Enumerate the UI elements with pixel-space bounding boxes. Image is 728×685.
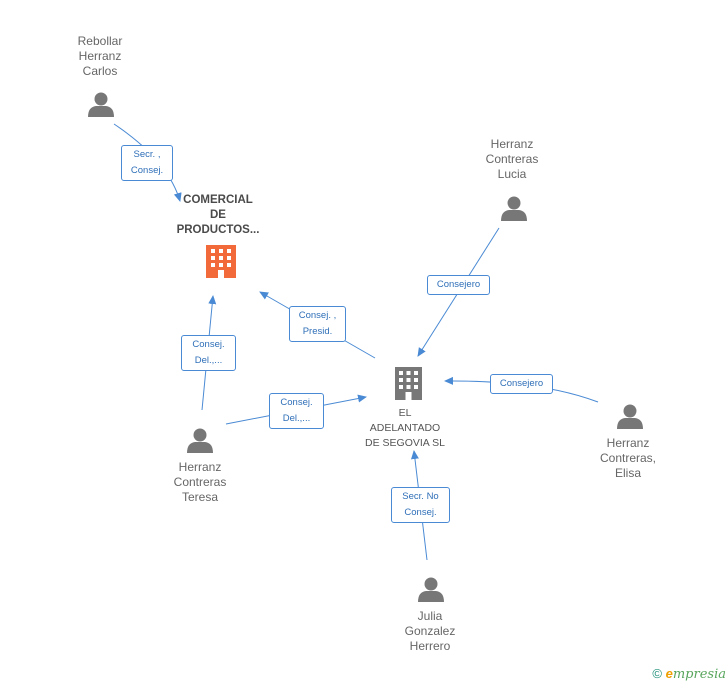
- edge-label-adelantado-comercial: Consej. , Presid.: [289, 306, 346, 342]
- person-icon[interactable]: [501, 196, 527, 222]
- person-label-elisa[interactable]: Herranz Contreras, Elisa: [599, 436, 657, 480]
- person-icon[interactable]: [187, 428, 213, 454]
- person-label-rebollar[interactable]: Rebollar Herranz Carlos: [77, 34, 123, 78]
- edge-label-teresa-comercial: Consej. Del.,...: [181, 335, 236, 371]
- copyright-symbol: ©: [652, 666, 662, 681]
- brand-name: mpresia: [672, 667, 726, 682]
- person-label-julia[interactable]: Julia Gonzalez Herrero: [404, 609, 456, 653]
- edge-label-julia-adelantado: Secr. No Consej.: [391, 487, 450, 523]
- person-icon[interactable]: [88, 92, 114, 118]
- company-label-adelantado[interactable]: EL ADELANTADO DE SEGOVIA SL: [365, 407, 445, 449]
- brand-e-letter: e: [665, 666, 673, 681]
- edge-label-elisa-adelantado: Consejero: [490, 374, 553, 394]
- edge-label-lucia-adelantado: Consejero: [427, 275, 490, 295]
- edge-label-rebollar-comercial: Secr. , Consej.: [121, 145, 173, 181]
- main-company-label[interactable]: COMERCIAL DE PRODUCTOS...: [176, 194, 260, 236]
- person-label-lucia[interactable]: Herranz Contreras Lucia: [485, 137, 539, 181]
- person-icon[interactable]: [418, 577, 444, 603]
- building-icon-main[interactable]: [206, 245, 236, 278]
- empresia-logo: © empresia: [652, 666, 726, 682]
- person-icon[interactable]: [617, 404, 643, 430]
- person-label-teresa[interactable]: Herranz Contreras Teresa: [173, 460, 227, 504]
- building-icon[interactable]: [395, 367, 422, 400]
- edge-label-teresa-adelantado: Consej. Del.,...: [269, 393, 324, 429]
